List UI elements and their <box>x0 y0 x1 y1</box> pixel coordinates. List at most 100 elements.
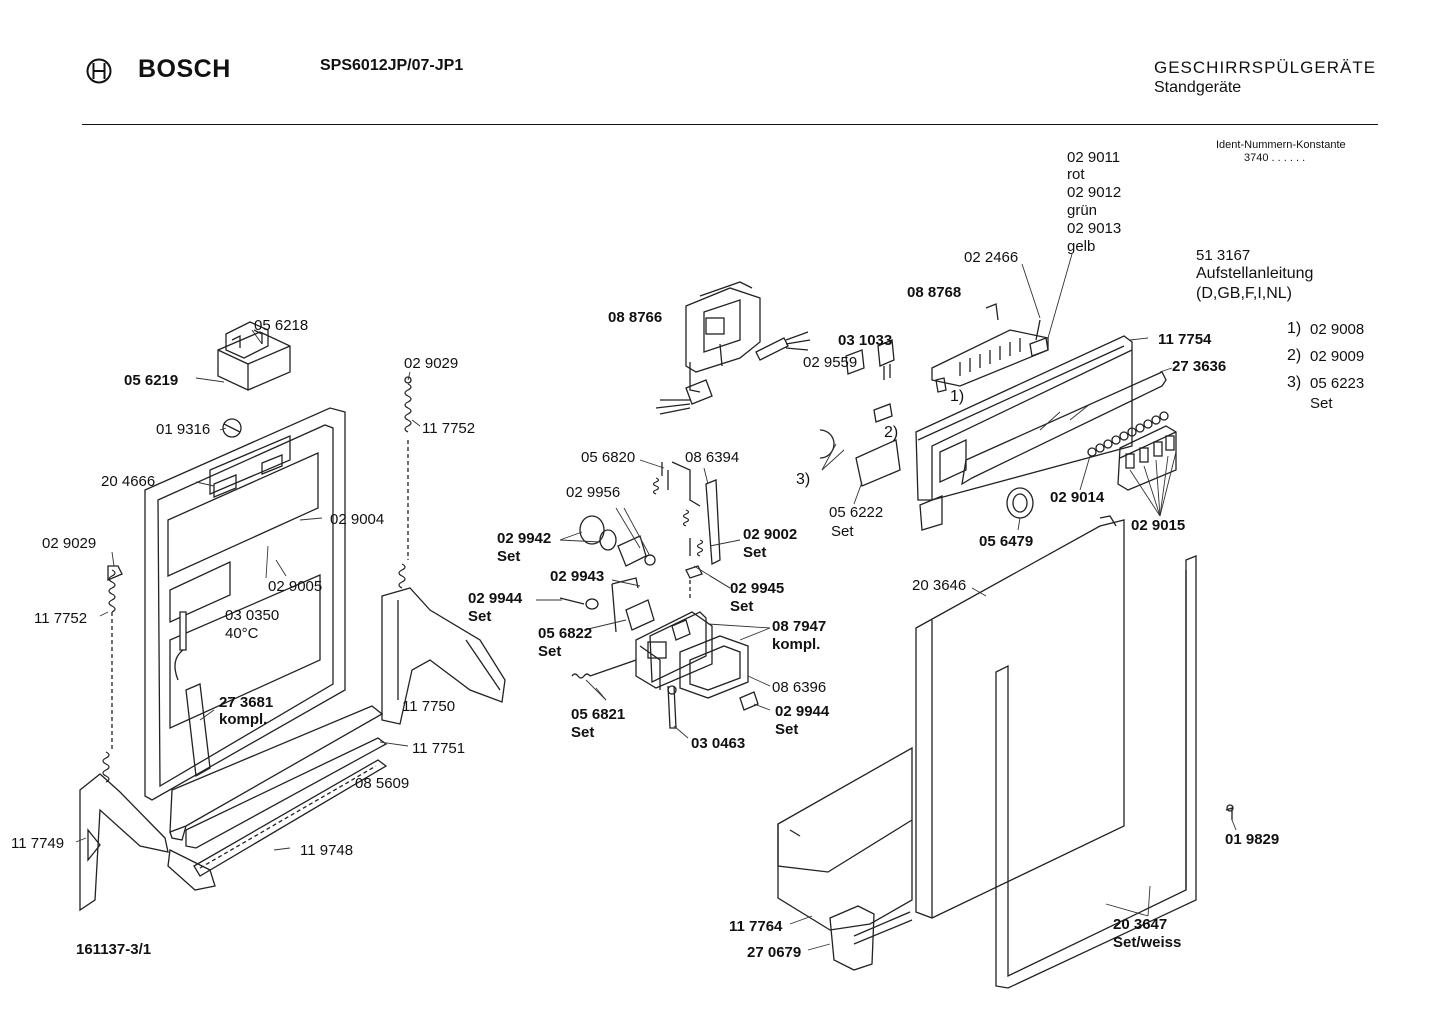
label-119748: 11 9748 <box>300 842 354 859</box>
control-panel-drawing <box>819 303 1167 531</box>
label-273681-kompl: kompl. <box>219 711 268 728</box>
label-030463: 03 0463 <box>691 735 746 752</box>
label-029944-left-set: Set <box>468 608 492 625</box>
label-029956: 02 9956 <box>566 484 621 501</box>
label-203647-setweiss: Set/weiss <box>1113 934 1182 951</box>
label-029945: 02 9945 <box>730 580 785 597</box>
label-029005: 02 9005 <box>268 578 323 595</box>
label-086394: 08 6394 <box>685 449 740 466</box>
hinge-left-drawing <box>79 773 216 912</box>
label-029012: 02 9012 <box>1067 184 1122 201</box>
label-029944-right-set: Set <box>775 721 799 738</box>
label-029013: 02 9013 <box>1067 220 1122 237</box>
bosch-armature-icon <box>86 58 112 84</box>
label-022466: 02 2466 <box>964 249 1019 266</box>
label-117752-right: 11 7752 <box>422 420 476 437</box>
label-019316: 01 9316 <box>156 421 211 438</box>
door-bottom-rails-drawing <box>169 683 388 877</box>
label-203647: 20 3647 <box>1113 916 1168 933</box>
label-088768: 08 8768 <box>907 284 962 301</box>
door-spring-right-drawing <box>398 376 412 589</box>
label-029945-set: Set <box>730 598 754 615</box>
legend-item-1-part: 02 9008 <box>1310 321 1365 338</box>
label-056218: 05 6218 <box>254 317 309 334</box>
marker-1: 1) <box>950 388 965 405</box>
label-056822-set: Set <box>538 643 562 660</box>
legend-item-3-suffix: Set <box>1310 395 1333 412</box>
label-029011: 02 9011 <box>1067 149 1121 166</box>
label-056820: 05 6820 <box>581 449 636 466</box>
subcategory-title: Standgeräte <box>1154 79 1242 96</box>
ident-value: 3740 . . . . . . <box>1244 152 1306 164</box>
label-029029-left: 02 9029 <box>42 535 97 552</box>
button-set-drawing <box>1006 411 1177 519</box>
side-frame-drawing <box>995 555 1197 989</box>
label-029942: 02 9942 <box>497 530 552 547</box>
label-117754: 11 7754 <box>1158 331 1212 348</box>
label-029015: 02 9015 <box>1131 517 1186 534</box>
label-270679: 27 0679 <box>747 944 802 961</box>
label-204666: 20 4666 <box>101 473 156 490</box>
label-056479: 05 6479 <box>979 533 1034 550</box>
label-029944-left: 02 9944 <box>468 590 523 607</box>
label-056222-set: Set <box>831 523 854 540</box>
label-056219: 05 6219 <box>124 372 179 389</box>
marker-2: 2) <box>884 424 899 441</box>
label-117764: 11 7764 <box>729 918 783 935</box>
legend-manual-langs: (D,GB,F,I,NL) <box>1196 285 1293 302</box>
label-273636: 27 3636 <box>1172 358 1227 375</box>
dispenser-small-parts-drawing <box>559 461 721 679</box>
label-117749: 11 7749 <box>11 835 65 852</box>
label-056821-set: Set <box>571 724 595 741</box>
label-088766: 08 8766 <box>608 309 663 326</box>
label-086396: 08 6396 <box>772 679 827 696</box>
label-029944-right: 02 9944 <box>775 703 830 720</box>
header-divider <box>82 124 1378 125</box>
legend-item-2-part: 02 9009 <box>1310 348 1365 365</box>
label-029942-set: Set <box>497 548 521 565</box>
category-title: GESCHIRRSPÜLGERÄTE <box>1154 58 1377 77</box>
label-056222: 05 6222 <box>829 504 884 521</box>
drawing-number: 161137-3/1 <box>76 941 152 958</box>
label-029559: 02 9559 <box>803 354 858 371</box>
label-029002-set: Set <box>743 544 767 561</box>
label-029002: 02 9002 <box>743 526 798 543</box>
label-029029-right: 02 9029 <box>404 355 459 372</box>
label-031033: 03 1033 <box>838 332 893 349</box>
label-029014: 02 9014 <box>1050 489 1105 506</box>
door-spring-left-drawing <box>102 565 123 783</box>
timer-switch-drawing <box>655 281 811 415</box>
base-plinth-drawing <box>777 746 1234 971</box>
dispenser-body-drawing <box>611 577 759 729</box>
leader-lines <box>75 253 1237 951</box>
label-117750: 11 7750 <box>402 698 456 715</box>
marker-3: 3) <box>796 471 811 488</box>
brand-name: BOSCH <box>138 55 231 83</box>
hinge-right-drawing <box>381 587 506 725</box>
label-40c: 40°C <box>225 625 259 642</box>
label-087947-kompl: kompl. <box>772 636 821 653</box>
legend-item-3-part: 05 6223 <box>1310 375 1365 392</box>
legend-item-3-mark: 3) <box>1287 374 1302 391</box>
door-panel-drawing <box>144 407 346 801</box>
ident-label: Ident-Nummern-Konstante <box>1216 139 1346 151</box>
label-087947: 08 7947 <box>772 618 827 635</box>
label-029013-gelb: gelb <box>1067 238 1096 255</box>
label-019829: 01 9829 <box>1225 831 1280 848</box>
label-117751: 11 7751 <box>412 740 466 757</box>
legend-manual-title: Aufstellanleitung <box>1196 265 1314 282</box>
label-056821: 05 6821 <box>571 706 626 723</box>
label-029011-rot: rot <box>1067 166 1085 183</box>
label-203646: 20 3646 <box>912 577 967 594</box>
label-085609: 08 5609 <box>355 775 410 792</box>
legend-item-1-mark: 1) <box>1287 320 1302 337</box>
label-029012-gruen: grün <box>1067 202 1098 219</box>
label-056822: 05 6822 <box>538 625 593 642</box>
label-029004: 02 9004 <box>330 511 385 528</box>
label-273681: 27 3681 <box>219 694 274 711</box>
model-number: SPS6012JP/07-JP1 <box>320 57 464 74</box>
label-030350: 03 0350 <box>225 607 280 624</box>
legend-item-2-mark: 2) <box>1287 347 1302 364</box>
label-029943: 02 9943 <box>550 568 605 585</box>
